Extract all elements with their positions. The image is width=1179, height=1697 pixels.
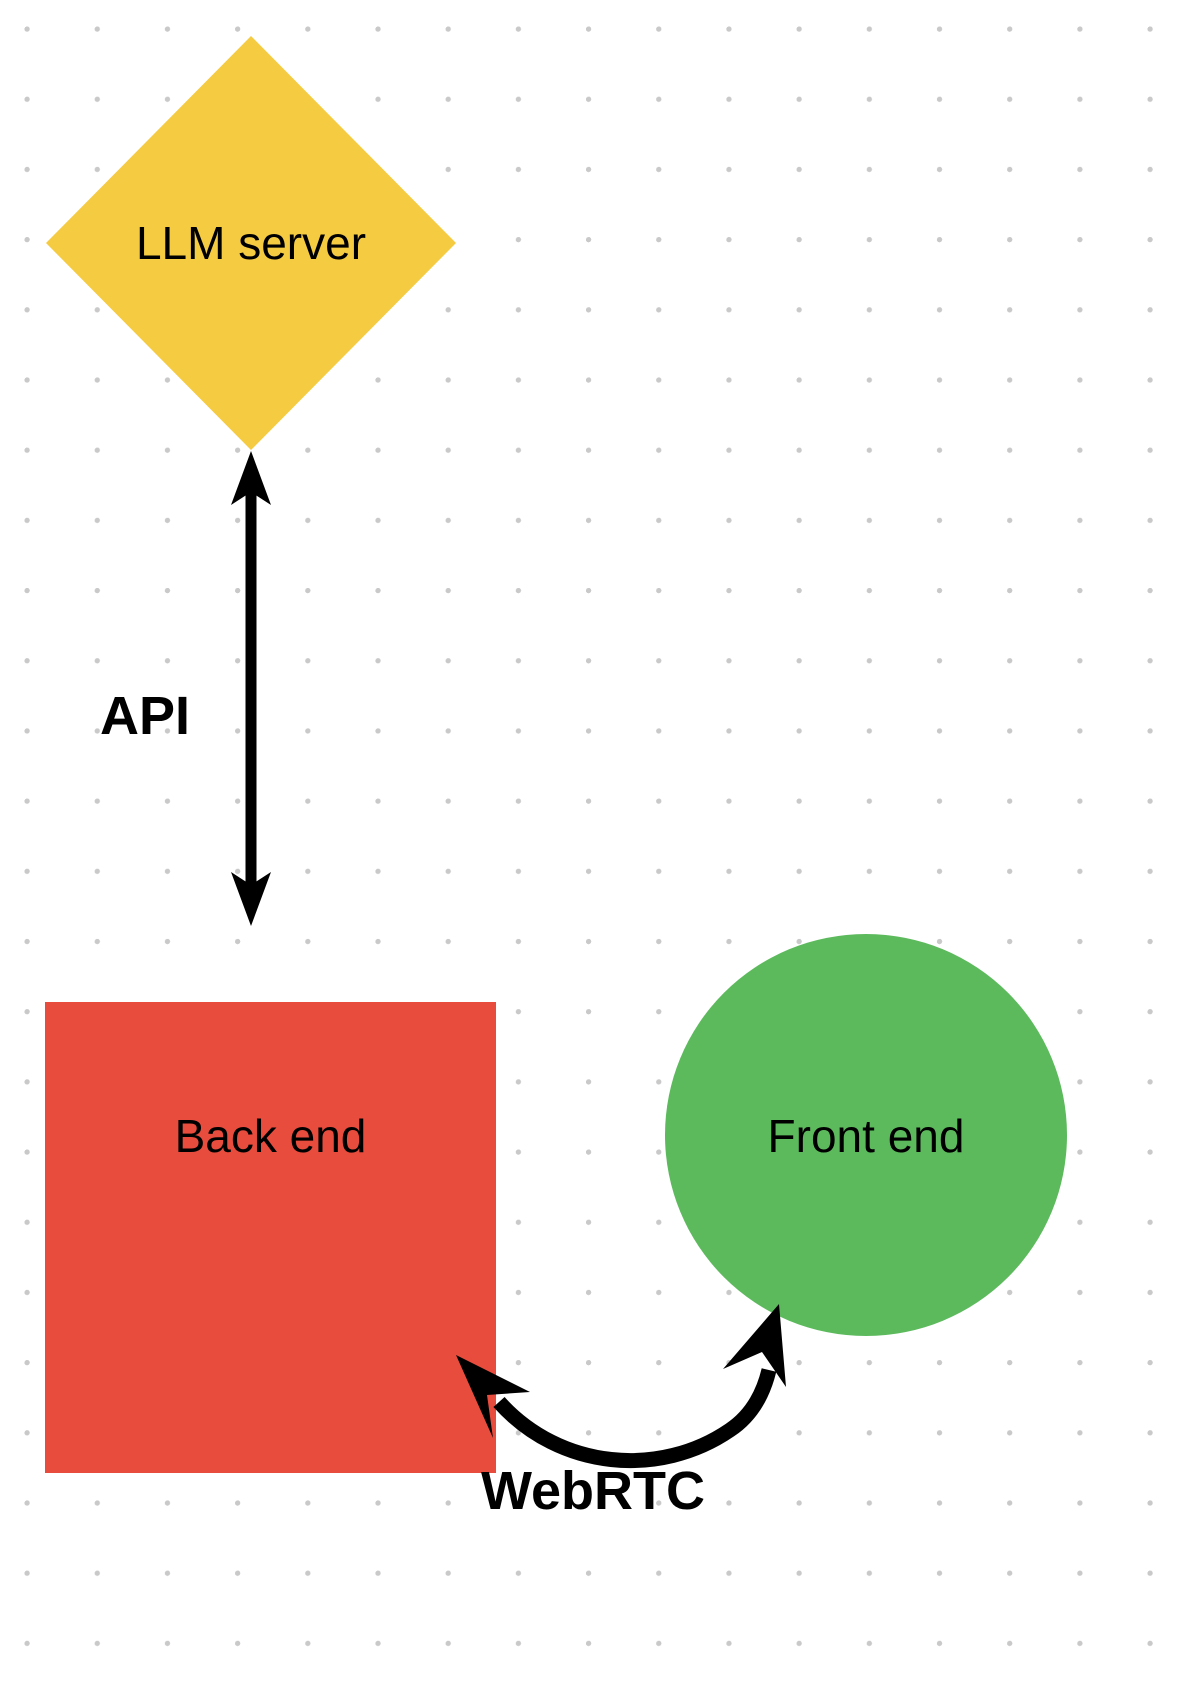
edge-api-arrowhead-down (231, 872, 271, 926)
edge-webrtc-arrowhead-left (456, 1355, 530, 1438)
edge-webrtc-label: WebRTC (481, 1461, 705, 1521)
node-llm-server-label: LLM server (135, 217, 367, 269)
edge-webrtc-shaft (493, 1368, 777, 1469)
edge-api-label: API (100, 686, 191, 746)
node-llm-server-shape[interactable] (46, 36, 456, 450)
node-front-end-label: Front end (767, 1110, 965, 1162)
edge-api-arrowhead-up (231, 451, 271, 505)
edge-webrtc[interactable] (456, 1304, 786, 1469)
edge-api[interactable] (231, 451, 271, 926)
node-back-end-shape[interactable] (45, 1002, 496, 1473)
node-back-end-label: Back end (174, 1110, 367, 1162)
node-front-end-shape[interactable] (665, 934, 1067, 1336)
edge-webrtc-arrowhead-right (723, 1304, 786, 1387)
